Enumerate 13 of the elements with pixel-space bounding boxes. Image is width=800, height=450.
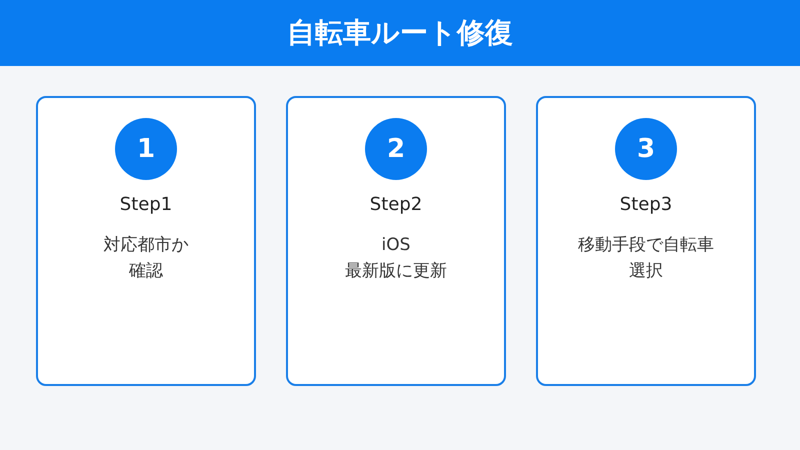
- step-description: 移動手段で自転車選択: [577, 234, 715, 284]
- step-number-circle: 1: [115, 118, 177, 180]
- step-card: [536, 96, 756, 386]
- step-title: Step2: [368, 194, 424, 215]
- step-description: 対応都市か確認: [102, 234, 190, 284]
- step-number-circle: 2: [365, 118, 427, 180]
- step-number-circle: 3: [615, 118, 677, 180]
- step-card: [286, 96, 506, 386]
- step-card: [36, 96, 256, 386]
- step-title: Step1: [118, 194, 174, 215]
- title-banner: 自転車ルート修復: [0, 0, 800, 66]
- step-title: Step3: [618, 194, 674, 215]
- step-description: iOS 最新版に更新: [344, 234, 448, 284]
